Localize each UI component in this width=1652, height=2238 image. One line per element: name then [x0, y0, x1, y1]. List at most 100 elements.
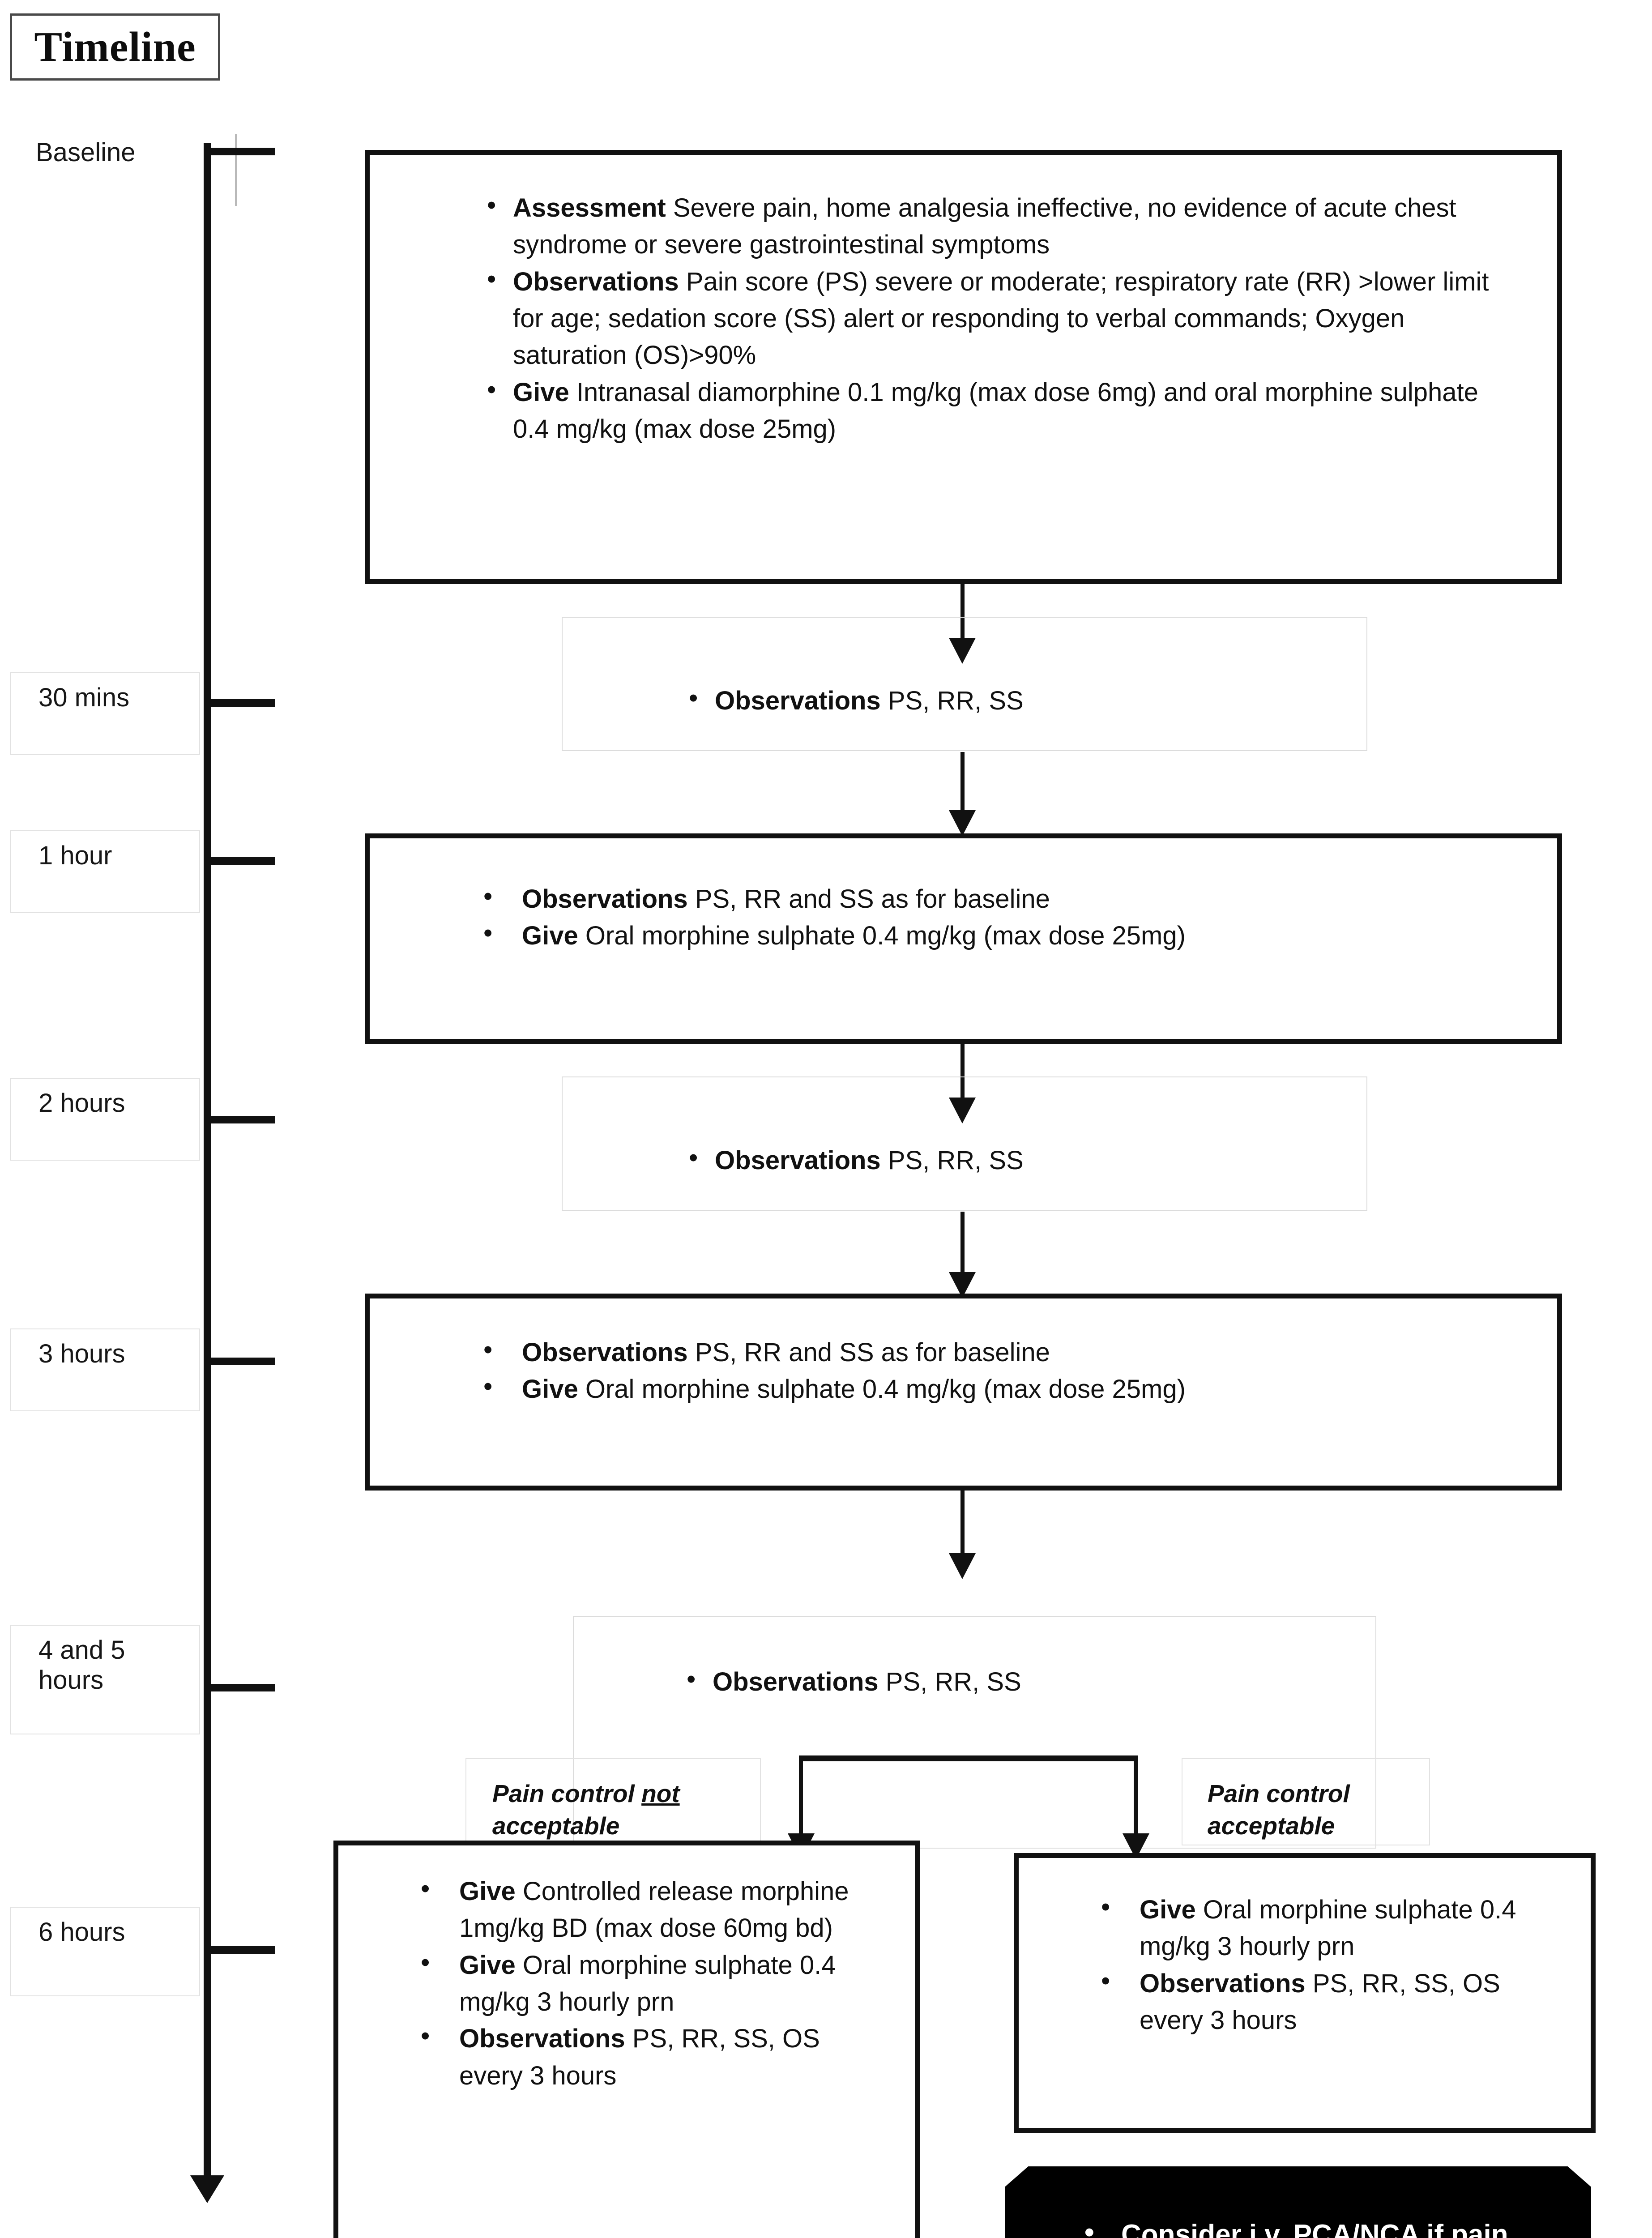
connector-3hours-to-45hours: [960, 1491, 965, 1564]
step-box-pain-not-acceptable: Give Controlled release morphine 1mg/kg …: [333, 1841, 920, 2238]
list-item: Give Oral morphine sulphate 0.4 mg/kg 3 …: [1086, 1889, 1564, 1965]
bullet-text: Oral morphine sulphate 0.4 mg/kg (max do…: [578, 1375, 1186, 1404]
bullet-lead: Give: [459, 1950, 516, 1980]
not-acceptable-bullet-list: Give Controlled release morphine 1mg/kg …: [406, 1871, 888, 2094]
step-box-1-hour: Observations PS, RR and SS as for baseli…: [365, 833, 1562, 1044]
acceptable-bullet-list: Give Oral morphine sulphate 0.4 mg/kg 3 …: [1086, 1889, 1564, 2039]
list-item: Observations PS, RR, SS, OS every 3 hour…: [1086, 1963, 1564, 2039]
tick-3-hours: [204, 1358, 275, 1365]
condition-text-underlined: not: [641, 1780, 680, 1807]
condition-text-post: acceptable: [492, 1811, 620, 1840]
bullet-text: Pain score (PS) severe or moderate; resp…: [513, 267, 1489, 370]
bullet-lead: Observations: [459, 2024, 625, 2054]
hour1-bullet-list: Observations PS, RR and SS as for baseli…: [468, 878, 1503, 955]
bullet-text: PS, RR, SS: [880, 686, 1024, 715]
list-item: Observations Pain score (PS) severe or m…: [482, 261, 1503, 374]
step-box-observations-30-mins: Observations PS, RR, SS: [562, 617, 1367, 751]
tick-4-5-hours: [204, 1684, 275, 1691]
obs-30min-bullet-list: Observations PS, RR, SS: [683, 680, 1366, 719]
step-box-baseline: Assessment Severe pain, home analgesia i…: [365, 150, 1562, 584]
bullet-text: Intranasal diamorphine 0.1 mg/kg (max do…: [513, 377, 1478, 444]
tick-baseline: [204, 148, 275, 155]
branch-connector-right: [1134, 1755, 1138, 1843]
escalation-bullet-list: Consider i.v. PCA/NCA if pain score seve…: [1072, 2213, 1555, 2238]
timeline-label-3-hours: 3 hours: [10, 1328, 200, 1411]
bullet-text: Consider i.v. PCA/NCA if pain score seve…: [1121, 2219, 1508, 2238]
condition-text-pre: Pain control: [492, 1780, 642, 1807]
arrow-head-icon: [949, 1553, 976, 1579]
condition-text: Pain control acceptable: [1208, 1780, 1350, 1840]
bullet-lead: Give: [522, 1375, 578, 1404]
bullet-text: PS, RR, SS: [880, 1146, 1024, 1175]
bullet-lead: Observations: [522, 1338, 688, 1367]
list-item: Observations PS, RR, SS: [683, 1140, 1366, 1179]
branch-connector-left: [799, 1755, 803, 1843]
bullet-text: PS, RR, SS, OS every 3 hours: [459, 2024, 820, 2090]
bullet-text: PS, RR, SS, OS every 3 hours: [1140, 1969, 1500, 2035]
tick-1-hour: [204, 857, 275, 865]
escalation-box-consider-pca-nca: Consider i.v. PCA/NCA if pain score seve…: [1005, 2166, 1591, 2238]
timeline-label-6-hours: 6 hours: [10, 1907, 200, 1996]
connector-2hours-to-3hours: [960, 1212, 965, 1277]
list-item: Give Oral morphine sulphate 0.4 mg/kg 3 …: [406, 1944, 888, 2021]
step-box-observations-4-and-5-hours: Observations PS, RR, SS: [573, 1616, 1376, 1849]
timeline-label-2-hours: 2 hours: [10, 1078, 200, 1161]
bullet-text: Oral morphine sulphate 0.4 mg/kg 3 hourl…: [459, 1950, 836, 2017]
list-item: Consider i.v. PCA/NCA if pain score seve…: [1072, 2213, 1555, 2238]
arrow-head-icon: [949, 1098, 976, 1123]
bullet-text: Severe pain, home analgesia ineffective,…: [513, 193, 1456, 260]
bullet-lead: Give: [513, 377, 569, 407]
arrow-head-icon: [949, 638, 976, 664]
timeline-label-baseline: Baseline: [36, 138, 136, 167]
bullet-lead: Observations: [713, 1667, 879, 1696]
tick-30-mins: [204, 699, 275, 707]
list-item: Give Controlled release morphine 1mg/kg …: [406, 1871, 888, 1947]
bullet-text: Oral morphine sulphate 0.4 mg/kg 3 hourl…: [1140, 1895, 1516, 1961]
timeline-label-1-hour: 1 hour: [10, 830, 200, 913]
obs-45hour-bullet-list: Observations PS, RR, SS: [681, 1661, 1375, 1700]
tick-2-hours: [204, 1116, 275, 1123]
timeline-label-4-and-5-hours: 4 and 5 hours: [10, 1625, 200, 1734]
list-item: Give Intranasal diamorphine 0.1 mg/kg (m…: [482, 372, 1503, 448]
condition-label-pain-control-acceptable: Pain control acceptable: [1182, 1758, 1430, 1845]
connector-1hour-to-2hours: [960, 1044, 965, 1102]
list-item: Observations PS, RR, SS: [683, 680, 1366, 719]
step-box-3-hours: Observations PS, RR and SS as for baseli…: [365, 1294, 1562, 1491]
connector-baseline-to-30mins: [960, 584, 965, 642]
bullet-text: Controlled release morphine 1mg/kg BD (m…: [459, 1877, 849, 1943]
timeline-title-box: Timeline: [10, 13, 220, 81]
timeline-axis-top-stub: [235, 134, 237, 206]
branch-connector-horizontal: [799, 1755, 1138, 1761]
arrow-head-icon: [949, 810, 976, 836]
page-title: Timeline: [34, 24, 196, 70]
condition-label-pain-control-not-acceptable: Pain control not acceptable: [465, 1758, 761, 1845]
list-item: Observations PS, RR and SS as for baseli…: [468, 1332, 1503, 1371]
bullet-lead: Observations: [715, 1146, 881, 1175]
timeline-axis: [204, 143, 211, 2184]
bullet-text: PS, RR and SS as for baseline: [687, 1338, 1050, 1367]
list-item: Observations PS, RR, SS, OS every 3 hour…: [406, 2018, 888, 2094]
step-box-observations-2-hours: Observations PS, RR, SS: [562, 1076, 1367, 1211]
obs-2hour-bullet-list: Observations PS, RR, SS: [683, 1140, 1366, 1179]
list-item: Observations PS, RR, SS: [681, 1661, 1375, 1700]
timeline-label-30-mins: 30 mins: [10, 672, 200, 755]
bullet-lead: Assessment: [513, 193, 666, 222]
bullet-lead: Give: [522, 921, 578, 951]
bullet-text: PS, RR and SS as for baseline: [687, 884, 1050, 914]
connector-30mins-to-1hour: [960, 752, 965, 815]
bullet-text: Oral morphine sulphate 0.4 mg/kg (max do…: [578, 921, 1186, 951]
hour3-bullet-list: Observations PS, RR and SS as for baseli…: [468, 1332, 1503, 1408]
bullet-lead: Observations: [1140, 1969, 1306, 1998]
bullet-lead: Give: [1140, 1895, 1196, 1924]
step-box-pain-acceptable: Give Oral morphine sulphate 0.4 mg/kg 3 …: [1014, 1853, 1596, 2133]
list-item: Assessment Severe pain, home analgesia i…: [482, 187, 1503, 264]
tick-6-hours: [204, 1946, 275, 1954]
bullet-text: PS, RR, SS: [878, 1667, 1021, 1696]
bullet-lead: Observations: [513, 267, 679, 296]
bullet-lead: Observations: [522, 884, 688, 914]
list-item: Observations PS, RR and SS as for baseli…: [468, 878, 1503, 918]
bullet-lead: Observations: [715, 686, 881, 715]
bullet-lead: Give: [459, 1877, 516, 1906]
timeline-arrow-icon: [190, 2175, 224, 2203]
